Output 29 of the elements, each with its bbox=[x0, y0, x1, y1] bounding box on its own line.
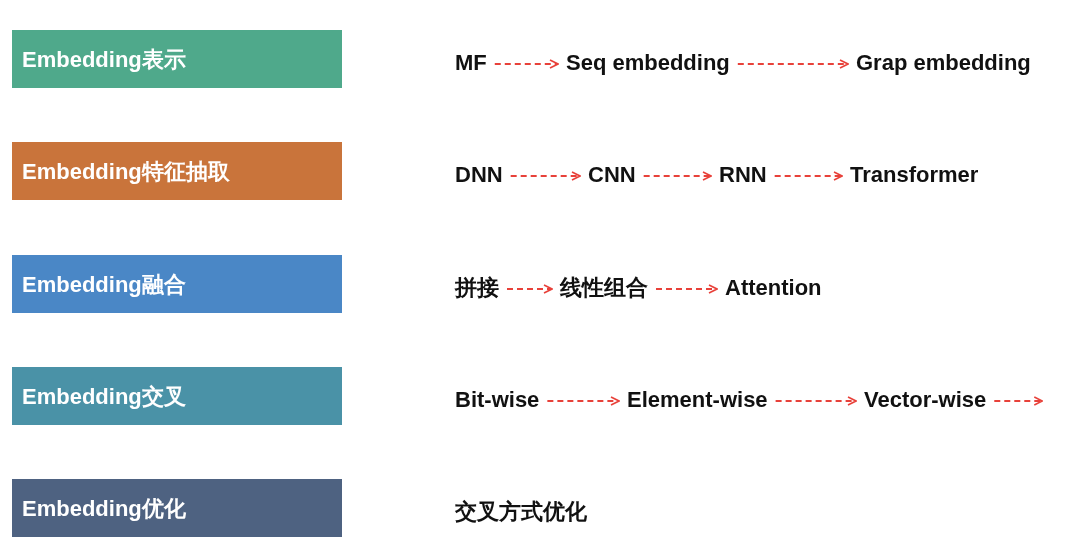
dashed-arrow bbox=[774, 396, 857, 406]
stage-label: 拼接 bbox=[455, 275, 499, 301]
dashed-arrow bbox=[736, 59, 849, 69]
dashed-arrow bbox=[493, 59, 559, 69]
stage-label: Transformer bbox=[850, 162, 979, 188]
stage-label: MF bbox=[455, 50, 487, 76]
stage-label: CNN bbox=[588, 162, 636, 188]
stage-label: Bit-wise bbox=[455, 387, 540, 413]
dashed-arrow bbox=[506, 284, 553, 294]
dashed-arrow bbox=[642, 171, 712, 181]
stage-label: Element-wise bbox=[627, 387, 768, 413]
stage-label: RNN bbox=[719, 162, 767, 188]
stage-label: Seq embedding bbox=[566, 50, 730, 76]
dashed-arrow bbox=[655, 284, 718, 294]
dashed-arrow bbox=[993, 396, 1044, 406]
stage-label: Grap embedding bbox=[856, 50, 1031, 76]
dashed-arrow bbox=[773, 171, 843, 181]
dashed-arrow bbox=[546, 396, 620, 406]
category-box: Embedding融合 bbox=[12, 255, 342, 313]
category-box: Embedding表示 bbox=[12, 30, 342, 88]
category-box: Embedding特征抽取 bbox=[12, 142, 342, 200]
stage-label: Vector-wise bbox=[864, 387, 987, 413]
stage-label: DNN bbox=[455, 162, 503, 188]
category-box: Embedding优化 bbox=[12, 479, 342, 537]
stage-label: 线性组合 bbox=[560, 275, 648, 301]
category-box: Embedding交叉 bbox=[12, 367, 342, 425]
stage-label: 交叉方式优化 bbox=[455, 499, 587, 525]
stage-label: Attention bbox=[725, 275, 822, 301]
dashed-arrow bbox=[509, 171, 581, 181]
